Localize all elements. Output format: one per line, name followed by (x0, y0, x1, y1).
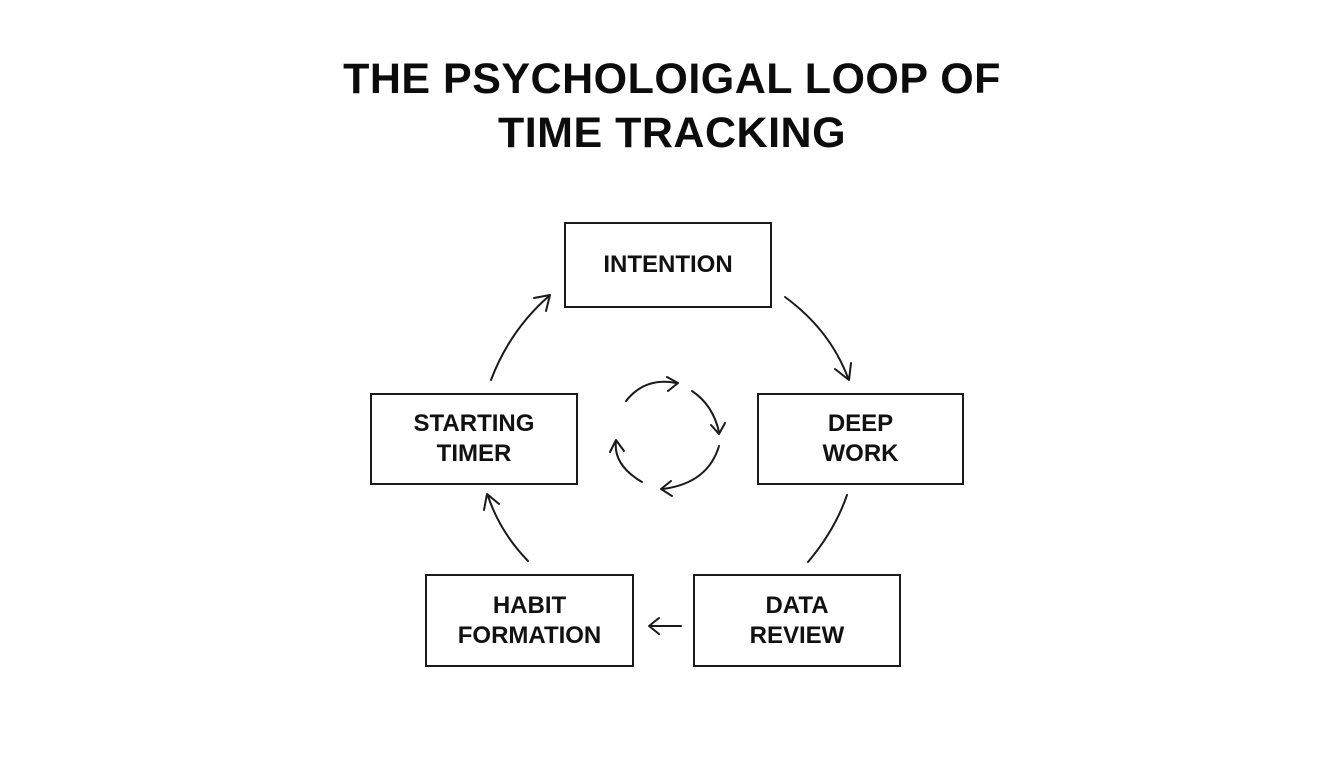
title-line-2: TIME TRACKING (497, 109, 847, 157)
node-deep-work-label-line-2: WORK (822, 440, 899, 467)
node-data-review: DATA REVIEW (693, 574, 901, 667)
arrow-starting-timer-to-intention (490, 295, 550, 381)
node-habit-formation: HABIT FORMATION (425, 574, 634, 667)
node-intention: INTENTION (564, 222, 772, 308)
cycle-arrows-icon (609, 376, 726, 497)
node-habit-formation-label-line-2: FORMATION (457, 621, 602, 649)
connector-deep-work-to-data-review (807, 494, 848, 563)
node-starting-timer: STARTING TIMER (370, 393, 578, 485)
node-starting-timer-label-line-2: TIMER (436, 440, 512, 467)
diagram-title: THE PSYCHOLOIGAL LOOP OF TIME TRACKING (0, 52, 1344, 160)
node-intention-label: INTENTION (603, 251, 733, 278)
node-starting-timer-label-line-1: STARTING (413, 410, 535, 437)
arrowhead-intention-to-deep-work (834, 362, 852, 381)
arrow-intention-to-deep-work (784, 296, 849, 379)
node-data-review-label-line-2: REVIEW (749, 621, 845, 649)
arrowhead-data-review-to-habit-formation (648, 617, 660, 635)
arrowhead-habit-to-starting-timer (483, 493, 500, 511)
node-data-review-label-line-1: DATA (765, 591, 829, 619)
arrowhead-starting-timer-to-intention (533, 294, 551, 312)
node-deep-work-label-line-1: DEEP (827, 410, 894, 437)
node-habit-formation-label-line-1: HABIT (492, 591, 567, 619)
arrow-habit-to-starting-timer (487, 495, 529, 562)
title-line-1: THE PSYCHOLOIGAL LOOP OF (343, 55, 1001, 103)
node-deep-work: DEEP WORK (757, 393, 964, 485)
